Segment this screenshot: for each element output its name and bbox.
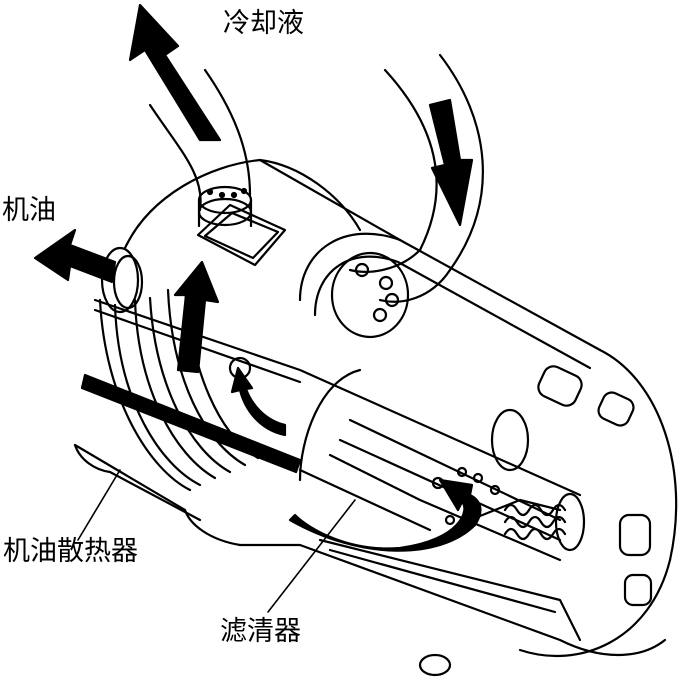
oil-return-arrow-icon (288, 478, 482, 552)
oil-up-arrow-icon (173, 260, 220, 374)
oil-cooler-label: 机油散热器 (3, 536, 138, 567)
inner-curved-arrow-icon (230, 366, 287, 437)
coolant-in-arrow-icon (428, 98, 474, 227)
oil-inflow-arrow-icon (80, 373, 302, 474)
filter-leader (267, 499, 356, 613)
coolant-label: 冷却液 (223, 8, 304, 39)
cutaway-section (73, 356, 667, 677)
oil-out-arrow-icon (33, 228, 117, 284)
oil-cooler-leader (77, 469, 121, 541)
oil-label: 机油 (2, 195, 56, 226)
flow-arrows (33, 3, 482, 552)
relief-spring (503, 492, 586, 552)
filter-label: 滤清器 (220, 616, 301, 647)
coolant-out-arrow-icon (128, 3, 222, 142)
leader-lines (77, 469, 356, 613)
coolant-outlet-hose (148, 68, 253, 228)
main-housing (93, 158, 678, 658)
